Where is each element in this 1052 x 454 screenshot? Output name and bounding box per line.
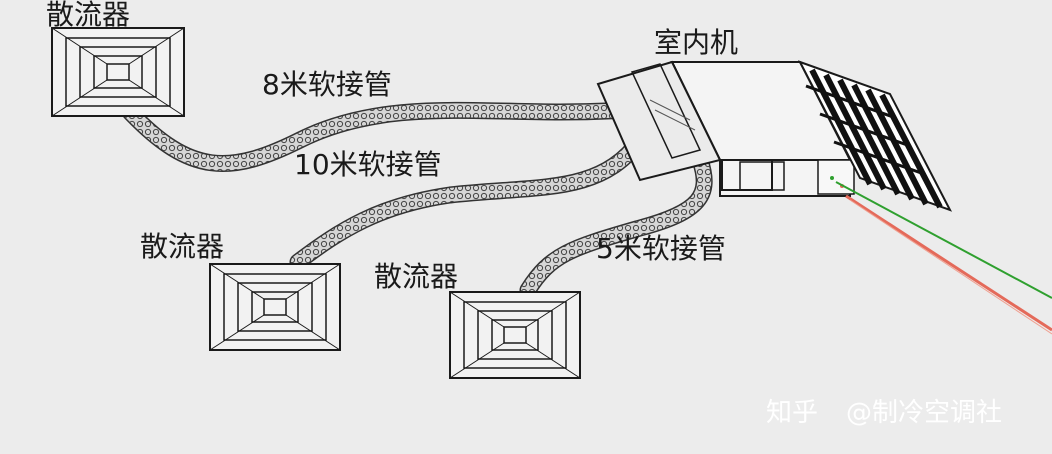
hose-8m (121, 99, 669, 172)
hose-10m-label: 10米软接管 (294, 148, 442, 181)
hose-8m-label: 8米软接管 (262, 68, 392, 101)
watermark-platform: 知乎 (766, 398, 818, 428)
diffuser-mid-label: 散流器 (140, 230, 224, 263)
diffuser-top (51, 27, 185, 117)
diffuser-right-label: 散流器 (374, 260, 458, 293)
indoor-unit-label: 室内机 (654, 26, 738, 59)
hose-5m-label: 5米软接管 (596, 232, 726, 265)
indoor-unit (596, 60, 855, 197)
diffuser-right (449, 291, 581, 379)
refrigerant-pipes (835, 181, 1052, 335)
return-grille (797, 60, 953, 212)
diffuser-top-label: 散流器 (46, 0, 130, 31)
watermark-author: @制冷空调社 (846, 398, 1002, 428)
watermark: 知乎 @制冷空调社 (766, 398, 1002, 428)
hose-5m (519, 141, 713, 299)
hose-10m (289, 123, 679, 271)
diffuser-mid (209, 263, 341, 351)
